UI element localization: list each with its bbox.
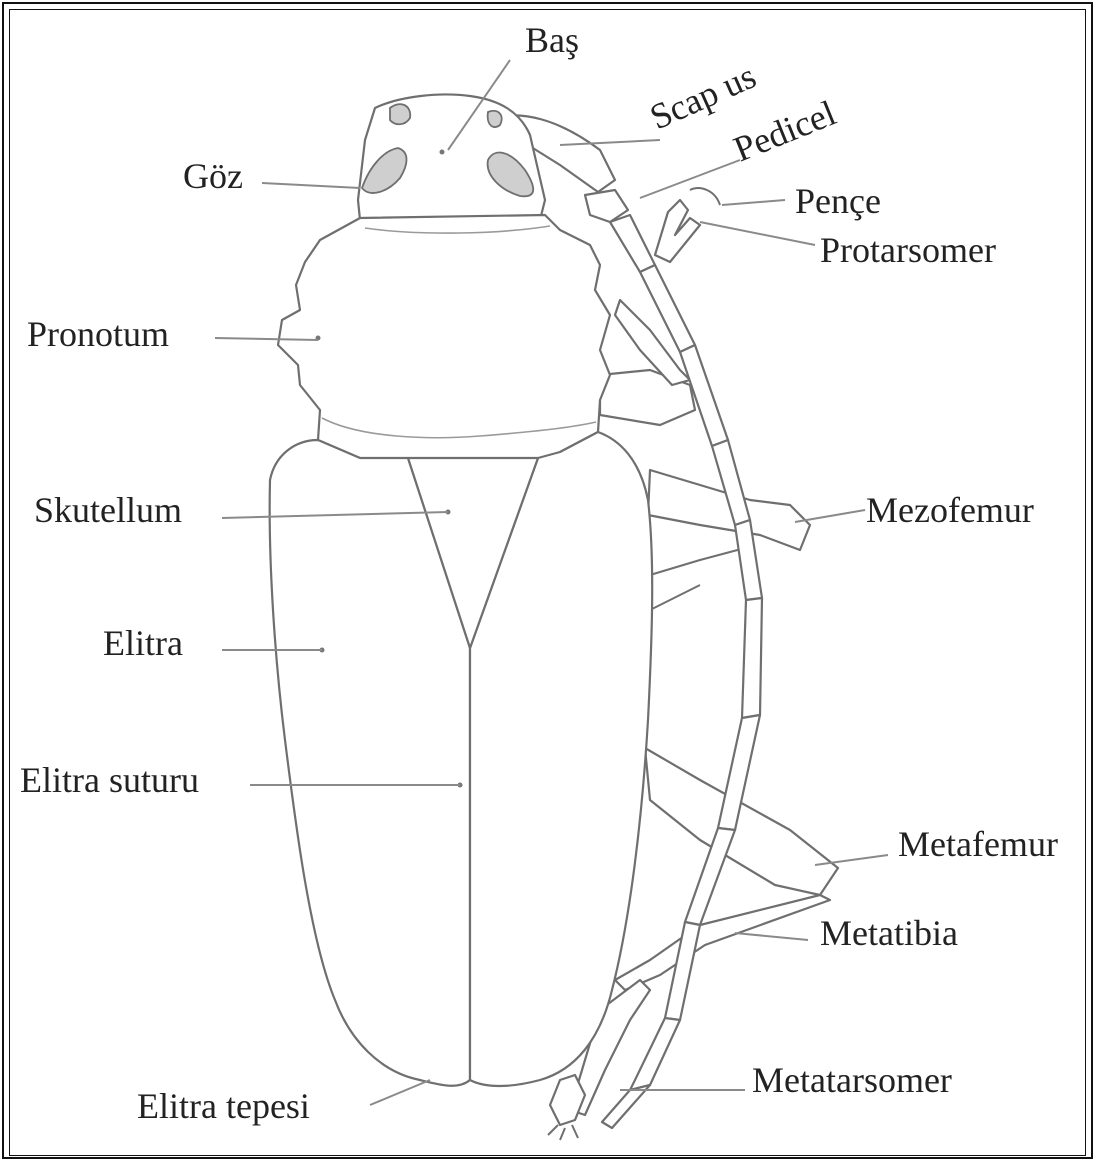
label-pronotum: Pronotum bbox=[27, 314, 169, 354]
label-goz: Göz bbox=[183, 156, 243, 196]
label-pedicel: Pedicel bbox=[728, 93, 841, 170]
label-elitra-suturu: Elitra suturu bbox=[20, 760, 199, 800]
label-metatibia: Metatibia bbox=[820, 913, 958, 953]
label-mezofemur: Mezofemur bbox=[866, 490, 1034, 530]
label-protarsomer: Protarsomer bbox=[820, 230, 996, 270]
head bbox=[358, 95, 545, 221]
label-elitra: Elitra bbox=[103, 623, 183, 663]
label-metatarsomer: Metatarsomer bbox=[752, 1060, 952, 1100]
pronotum bbox=[278, 215, 610, 460]
label-elitra-tepesi: Elitra tepesi bbox=[137, 1086, 310, 1126]
label-skutellum: Skutellum bbox=[34, 490, 182, 530]
label-pence: Pençe bbox=[795, 181, 881, 221]
label-metafemur: Metafemur bbox=[898, 824, 1058, 864]
label-bas: Baş bbox=[525, 20, 579, 60]
